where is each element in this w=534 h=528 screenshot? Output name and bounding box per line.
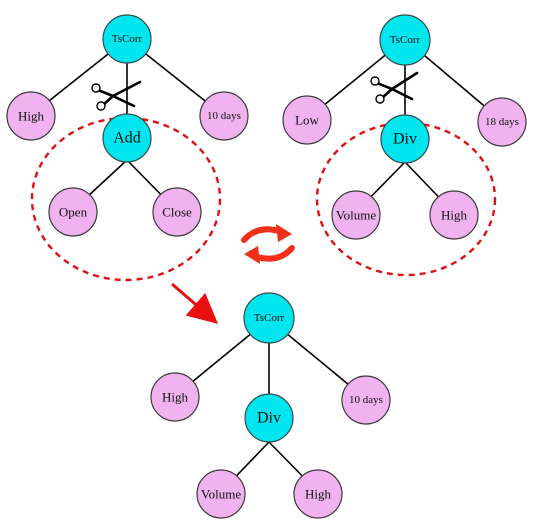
right-root-label: TsCorr xyxy=(390,34,421,46)
result-subleft-node xyxy=(196,469,246,519)
result-subright-node xyxy=(293,469,343,519)
right-lowleaf-label: Low xyxy=(295,113,319,128)
result-subop-node xyxy=(244,393,294,443)
result-subright-label: High xyxy=(305,487,332,502)
right-subop-label: Div xyxy=(393,131,417,148)
left-dayleaf-label: 10 days xyxy=(207,110,241,122)
scissors-icon xyxy=(370,71,419,104)
right-root-node xyxy=(379,14,431,66)
left-root-node xyxy=(102,14,152,64)
result-highleaf-label: High xyxy=(162,390,189,405)
right-subop-node xyxy=(380,114,430,164)
result-tree: TsCorr High 10 days Div Volume High xyxy=(150,292,391,519)
left-subright-node xyxy=(152,187,202,237)
left-highleaf-node xyxy=(6,91,56,141)
result-dayleaf-label: 10 days xyxy=(349,394,383,406)
left-dayleaf-node xyxy=(199,91,249,141)
right-dayleaf-node xyxy=(477,97,527,147)
result-highleaf-node xyxy=(150,372,200,422)
left-highleaf-label: High xyxy=(18,109,45,124)
swap-arrows-icon xyxy=(241,224,295,264)
result-subop-label: Div xyxy=(257,410,281,427)
left-subleft-label: Open xyxy=(59,205,88,220)
left-tree: TsCorr High 10 days Add Open Close xyxy=(6,14,249,282)
result-root-node xyxy=(243,292,295,344)
scissors-icon xyxy=(91,80,142,111)
left-root-label: TsCorr xyxy=(112,33,143,45)
right-subright-node xyxy=(429,190,479,240)
right-subright-label: High xyxy=(441,208,468,223)
right-subleft-node xyxy=(331,190,381,240)
right-dayleaf-label: 18 days xyxy=(485,116,519,128)
result-dayleaf-node xyxy=(341,375,391,425)
left-subright-label: Close xyxy=(162,205,192,220)
left-subop-node xyxy=(102,113,152,163)
arrow-down-right-icon xyxy=(171,282,219,324)
left-subop-label: Add xyxy=(113,130,141,147)
result-subleft-label: Volume xyxy=(201,487,241,502)
right-tree: TsCorr Low 18 days Div Volume High xyxy=(282,14,527,277)
result-root-label: TsCorr xyxy=(254,312,285,324)
right-lowleaf-node xyxy=(282,95,332,145)
left-subleft-node xyxy=(48,187,98,237)
right-subleft-label: Volume xyxy=(336,208,376,223)
